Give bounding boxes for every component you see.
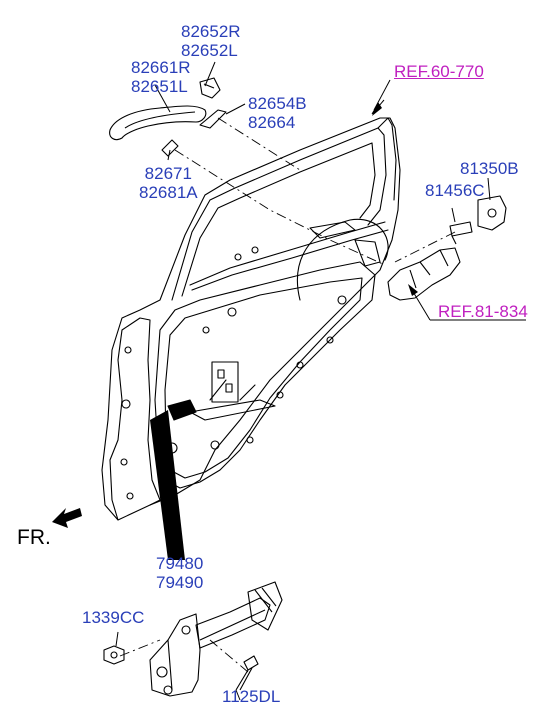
part-number: 82661R: [131, 58, 191, 77]
part-number: 82652L: [181, 41, 238, 60]
latch-body: [387, 247, 461, 301]
nut: [103, 645, 125, 665]
part-number: 82671: [144, 164, 192, 183]
inner-panel-2: [164, 277, 363, 479]
window-sash: [377, 117, 397, 201]
striker: [477, 195, 507, 231]
window-frame: [171, 127, 387, 301]
ref-text: REF.81-834: [438, 302, 528, 321]
door-check-arm: [195, 597, 271, 649]
label-82661[interactable]: 82661R 82651L: [131, 58, 191, 96]
bolt: [243, 655, 259, 671]
belt-line: [189, 221, 386, 286]
latch-bolt: [449, 221, 473, 237]
check-link-callout: [150, 410, 185, 560]
label-81456c[interactable]: 81456C: [425, 181, 485, 200]
window-frame-inner: [181, 142, 376, 297]
door-check-pad: [247, 581, 283, 631]
outside-handle: [109, 105, 207, 141]
label-1339cc[interactable]: 1339CC: [82, 608, 145, 627]
part-number: 82681A: [139, 183, 198, 202]
ref-text: REF.60-770: [394, 62, 484, 81]
part-number: 82651L: [131, 77, 188, 96]
handle-cover: [199, 77, 221, 99]
ref-60-770[interactable]: REF.60-770: [394, 62, 484, 81]
part-number: 82664: [248, 113, 296, 132]
ref-60-leader: [373, 79, 391, 111]
part-number: 79480: [156, 554, 204, 573]
belt-line-2: [191, 229, 389, 291]
front-direction-arrow: [52, 508, 82, 528]
label-81350b[interactable]: 81350B: [460, 159, 519, 178]
label-82671[interactable]: 82671 82681A: [139, 164, 198, 202]
front-direction-label: FR.: [17, 526, 51, 549]
label-79480[interactable]: 79480 79490: [156, 554, 203, 592]
part-number: 82652R: [181, 22, 241, 41]
label-1125dl[interactable]: 1125DL: [222, 687, 281, 706]
door-check-bracket: [149, 613, 201, 697]
speaker-arc: [296, 218, 389, 301]
part-number: 79490: [156, 573, 204, 592]
handle-gasket: [199, 109, 227, 129]
part-number: 82654B: [248, 94, 307, 113]
front-edge: [109, 317, 161, 521]
label-82654[interactable]: 82654B 82664: [248, 94, 307, 132]
ref-81-leader: [411, 289, 526, 321]
ref-81-834[interactable]: REF.81-834: [438, 302, 528, 321]
door-outer-outline: [101, 117, 401, 521]
label-82652[interactable]: 82652R 82652L: [181, 22, 241, 60]
small-clip: [161, 139, 179, 157]
